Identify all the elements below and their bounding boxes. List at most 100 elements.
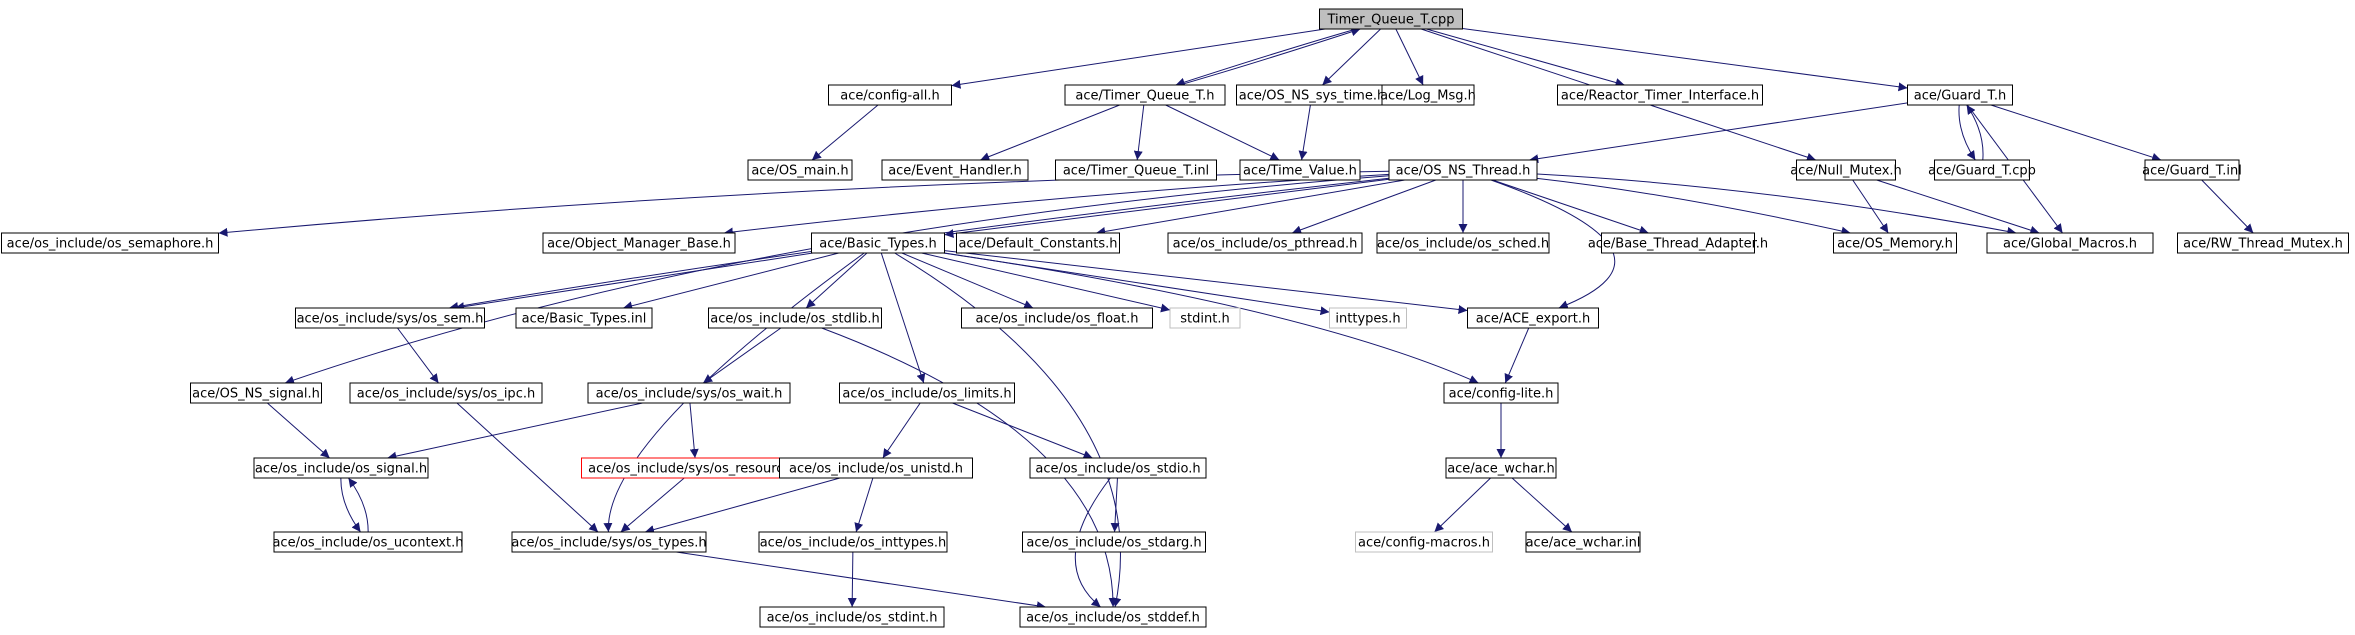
node-rti[interactable]: ace/Reactor_Timer_Interface.h xyxy=(1557,84,1763,106)
node-def-const[interactable]: ace/Default_Constants.h xyxy=(956,232,1120,254)
node-box xyxy=(2177,232,2349,254)
node-sys-ipc[interactable]: ace/os_include/sys/os_ipc.h xyxy=(349,382,543,404)
node-label: ace/Timer_Queue_T.h xyxy=(1075,89,1214,104)
edge-thread_h-to-global_macros xyxy=(1536,173,2017,236)
node-basic-types[interactable]: ace/Basic_Types.h xyxy=(811,232,945,254)
node-os-main[interactable]: ace/OS_main.h xyxy=(747,159,853,181)
node-bt-inl[interactable]: ace/Basic_Types.inl xyxy=(515,307,653,329)
node-label: ace/os_include/sys/os_types.h xyxy=(511,536,706,551)
edge-tq_h-to-ev_handler xyxy=(980,104,1120,161)
node-label: ace/Null_Mutex.h xyxy=(1790,164,1902,179)
node-label: ace/OS_Memory.h xyxy=(1837,237,1953,252)
node-label: ace/os_include/os_stdarg.h xyxy=(1026,536,1201,551)
node-box xyxy=(1557,84,1763,106)
node-cfg-lite[interactable]: ace/config-lite.h xyxy=(1443,382,1559,404)
node-cfg-macros[interactable]: ace/config-macros.h xyxy=(1355,531,1493,553)
node-rw-mutex[interactable]: ace/RW_Thread_Mutex.h xyxy=(2177,232,2349,254)
node-label: inttypes.h xyxy=(1335,312,1400,327)
node-label: ace/config-macros.h xyxy=(1358,536,1490,551)
node-log-msg[interactable]: ace/Log_Msg.h xyxy=(1380,84,1476,106)
node-box xyxy=(1796,159,1896,181)
node-box xyxy=(1029,457,1207,479)
node-label: ace/config-all.h xyxy=(840,89,940,104)
node-sys-types[interactable]: ace/os_include/sys/os_types.h xyxy=(511,531,707,553)
node-box xyxy=(1239,159,1361,181)
node-box xyxy=(1167,232,1363,254)
node-label: ace/os_include/os_stddef.h xyxy=(1026,611,1200,626)
node-stdint-h[interactable]: stdint.h xyxy=(1169,307,1241,329)
node-omb[interactable]: ace/Object_Manager_Base.h xyxy=(542,232,736,254)
node-stdio[interactable]: ace/os_include/os_stdio.h xyxy=(1029,457,1207,479)
node-label: ace/ace_wchar.h xyxy=(1447,462,1555,477)
node-box xyxy=(349,382,543,404)
node-box xyxy=(759,606,945,628)
node-os-stdint[interactable]: ace/os_include/os_stdint.h xyxy=(759,606,945,628)
node-ucontext[interactable]: ace/os_include/os_ucontext.h xyxy=(272,531,464,553)
node-wchar-inl[interactable]: ace/ace_wchar.inl xyxy=(1525,531,1641,553)
node-box xyxy=(273,531,463,553)
node-box xyxy=(1601,232,1755,254)
node-box xyxy=(515,307,653,329)
node-sys-resource[interactable]: ace/os_include/sys/os_resource.h xyxy=(581,457,811,479)
node-box xyxy=(839,382,1015,404)
edge-basic_types-to-cfg_lite xyxy=(944,252,1479,384)
node-os-signal[interactable]: ace/os_include/os_signal.h xyxy=(253,457,429,479)
node-box xyxy=(758,531,948,553)
edge-limits-to-unistd xyxy=(882,402,921,459)
node-guard-cpp[interactable]: ace/Guard_T.cpp xyxy=(1928,159,2036,181)
node-bta[interactable]: ace/Base_Thread_Adapter.h xyxy=(1588,232,1768,254)
node-global-macros[interactable]: ace/Global_Macros.h xyxy=(1986,232,2154,254)
node-label: ace/Event_Handler.h xyxy=(888,164,1022,179)
node-box xyxy=(2144,159,2240,181)
edge-basic_types-to-bt_inl xyxy=(623,252,839,311)
node-null-mutex[interactable]: ace/Null_Mutex.h xyxy=(1790,159,1902,181)
node-pthread[interactable]: ace/os_include/os_pthread.h xyxy=(1167,232,1363,254)
node-box xyxy=(1381,84,1475,106)
node-root[interactable]: Timer_Queue_T.cpp xyxy=(1319,8,1463,30)
edge-basic_types-to-limits xyxy=(880,252,926,384)
node-sched[interactable]: ace/os_include/os_sched.h xyxy=(1376,232,1550,254)
node-label: ace/os_include/sys/os_sem.h xyxy=(297,312,484,327)
node-label: ace/os_include/os_signal.h xyxy=(255,462,427,477)
node-sys-wait[interactable]: ace/os_include/sys/os_wait.h xyxy=(587,382,791,404)
node-sys-time[interactable]: ace/OS_NS_sys_time.h xyxy=(1236,84,1388,106)
node-guard-inl[interactable]: ace/Guard_T.inl xyxy=(2142,159,2242,181)
node-ace-wchar[interactable]: ace/ace_wchar.h xyxy=(1445,457,1557,479)
node-label: ace/OS_NS_signal.h xyxy=(192,387,320,402)
node-time-value[interactable]: ace/Time_Value.h xyxy=(1239,159,1361,181)
node-limits[interactable]: ace/os_include/os_limits.h xyxy=(839,382,1015,404)
node-stdarg[interactable]: ace/os_include/os_stdarg.h xyxy=(1022,531,1206,553)
node-label: ace/ace_wchar.inl xyxy=(1526,536,1641,551)
edge-basic_types-to-stdlib xyxy=(805,252,868,309)
node-guard-h[interactable]: ace/Guard_T.h xyxy=(1907,84,2013,106)
edge-thread_h-to-bta xyxy=(1492,179,1649,235)
node-cfg-all[interactable]: ace/config-all.h xyxy=(828,84,952,106)
edge-thread_h-to-ns_signal xyxy=(284,175,1390,385)
edge-null_mutex-to-os_memory xyxy=(1852,179,1889,234)
edge-unistd-to-sys_types xyxy=(644,477,841,534)
node-tq-inl[interactable]: ace/Timer_Queue_T.inl xyxy=(1055,159,1217,181)
node-label: ace/OS_NS_Thread.h xyxy=(1396,164,1531,179)
edge-tq_h-to-time_value xyxy=(1165,104,1280,161)
node-os-inttypes[interactable]: ace/os_include/os_inttypes.h xyxy=(758,531,948,553)
node-ns-signal[interactable]: ace/OS_NS_signal.h xyxy=(190,382,322,404)
node-box xyxy=(1329,307,1407,329)
node-stddef[interactable]: ace/os_include/os_stddef.h xyxy=(1019,606,1207,628)
node-box xyxy=(1388,159,1538,181)
node-semaphore[interactable]: ace/os_include/os_semaphore.h xyxy=(1,232,219,254)
node-box xyxy=(1319,8,1463,30)
edge-sys_wait-to-os_signal xyxy=(387,402,643,461)
node-ace-export[interactable]: ace/ACE_export.h xyxy=(1467,307,1599,329)
node-box xyxy=(587,382,791,404)
node-stdlib[interactable]: ace/os_include/os_stdlib.h xyxy=(708,307,882,329)
node-thread-h[interactable]: ace/OS_NS_Thread.h xyxy=(1388,159,1538,181)
node-float[interactable]: ace/os_include/os_float.h xyxy=(961,307,1153,329)
node-ev-handler[interactable]: ace/Event_Handler.h xyxy=(881,159,1029,181)
node-sys-sem[interactable]: ace/os_include/sys/os_sem.h xyxy=(295,307,485,329)
node-tq-h[interactable]: ace/Timer_Queue_T.h xyxy=(1064,84,1226,106)
node-inttypes-h[interactable]: inttypes.h xyxy=(1329,307,1407,329)
node-box xyxy=(1064,84,1226,106)
node-unistd[interactable]: ace/os_include/os_unistd.h xyxy=(779,457,973,479)
node-os-memory[interactable]: ace/OS_Memory.h xyxy=(1833,232,1957,254)
